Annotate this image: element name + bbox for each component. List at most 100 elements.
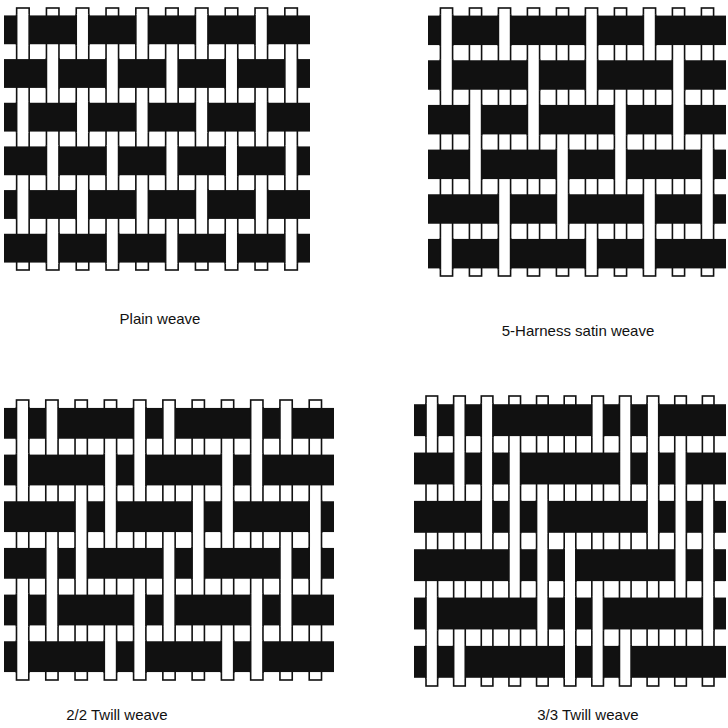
- warp-edge: [469, 104, 471, 135]
- warp-float: [585, 15, 597, 46]
- warp-yarn: [672, 8, 684, 276]
- warp-yarn: [46, 8, 59, 270]
- warp-edge: [626, 104, 628, 135]
- warp-edge: [87, 547, 89, 580]
- warp-float: [46, 58, 59, 89]
- warp-edge: [207, 189, 209, 220]
- warp-edge: [556, 193, 558, 224]
- warp-edge: [527, 59, 529, 90]
- warp-edge: [135, 189, 137, 220]
- warp-yarn: [195, 8, 208, 270]
- warp-yarn: [647, 396, 659, 686]
- warp-float: [163, 547, 175, 580]
- warp-float: [647, 500, 659, 534]
- warp-edge: [672, 59, 674, 90]
- warp-yarn: [498, 8, 510, 276]
- weft-yarn: [428, 16, 726, 45]
- warp-float: [166, 58, 179, 89]
- warp-float: [280, 594, 292, 627]
- warp-yarn: [104, 400, 116, 680]
- warp-float: [225, 233, 238, 264]
- warp-float: [16, 407, 28, 440]
- warp-float: [643, 238, 655, 269]
- warp-edge: [619, 403, 621, 437]
- warp-edge: [28, 640, 30, 673]
- warp-edge: [284, 58, 286, 89]
- warp-edge: [291, 407, 293, 440]
- warp-edge: [207, 102, 209, 133]
- warp-edge: [646, 500, 648, 534]
- warp-float: [221, 640, 233, 673]
- warp-edge: [510, 238, 512, 269]
- warp-edge: [308, 500, 310, 533]
- warp-float: [166, 233, 179, 264]
- warp-float: [469, 149, 481, 180]
- warp-float: [17, 102, 30, 133]
- warp-float: [76, 102, 89, 133]
- warp-float: [16, 640, 28, 673]
- warp-edge: [250, 594, 252, 627]
- warp-edge: [233, 640, 235, 673]
- weft-yarn: [4, 103, 310, 132]
- warp-float: [195, 102, 208, 133]
- warp-edge: [575, 645, 577, 679]
- warp-edge: [162, 594, 164, 627]
- warp-float: [285, 233, 298, 264]
- warp-edge: [297, 58, 299, 89]
- warp-edge: [440, 15, 442, 46]
- warp-edge: [539, 104, 541, 135]
- weft-yarn: [4, 595, 334, 626]
- warp-edge: [57, 407, 59, 440]
- warp-float: [675, 548, 687, 582]
- warp-float: [556, 149, 568, 180]
- warp-edge: [116, 454, 118, 487]
- warp-edge: [250, 640, 252, 673]
- warp-float: [426, 597, 438, 631]
- warp-float: [195, 189, 208, 220]
- warp-yarn: [309, 400, 321, 680]
- warp-edge: [437, 645, 439, 679]
- warp-yarn: [440, 8, 452, 276]
- warp-edge: [563, 597, 565, 631]
- warp-edge: [28, 14, 30, 45]
- warp-float: [592, 403, 604, 437]
- warp-yarn: [255, 8, 268, 270]
- warp-edge: [619, 645, 621, 679]
- warp-edge: [58, 233, 60, 264]
- warp-edge: [658, 452, 660, 486]
- warp-float: [647, 403, 659, 437]
- warp-edge: [713, 597, 715, 631]
- warp-float: [702, 597, 714, 631]
- warp-edge: [233, 454, 235, 487]
- warp-float: [166, 145, 179, 176]
- warp-yarn: [537, 396, 549, 686]
- warp-float: [592, 645, 604, 679]
- warp-edge: [597, 238, 599, 269]
- warp-edge: [279, 547, 281, 580]
- warp-edge: [563, 645, 565, 679]
- warp-edge: [284, 145, 286, 176]
- warp-edge: [165, 145, 167, 176]
- warp-float: [454, 645, 466, 679]
- warp-edge: [575, 597, 577, 631]
- warp-edge: [713, 548, 715, 582]
- weft-yarn: [4, 455, 334, 486]
- warp-yarn: [17, 8, 30, 270]
- warp-yarn: [75, 400, 87, 680]
- warp-yarn: [106, 8, 119, 270]
- warp-float: [221, 500, 233, 533]
- warp-float: [614, 104, 626, 135]
- warp-edge: [658, 500, 660, 534]
- warp-edge: [75, 102, 77, 133]
- warp-yarn: [527, 8, 539, 276]
- warp-edge: [464, 645, 466, 679]
- warp-edge: [646, 403, 648, 437]
- warp-edge: [702, 597, 704, 631]
- warp-edge: [508, 548, 510, 582]
- warp-edge: [133, 407, 135, 440]
- warp-float: [564, 645, 576, 679]
- warp-float: [498, 238, 510, 269]
- warp-edge: [425, 645, 427, 679]
- warp-edge: [58, 145, 60, 176]
